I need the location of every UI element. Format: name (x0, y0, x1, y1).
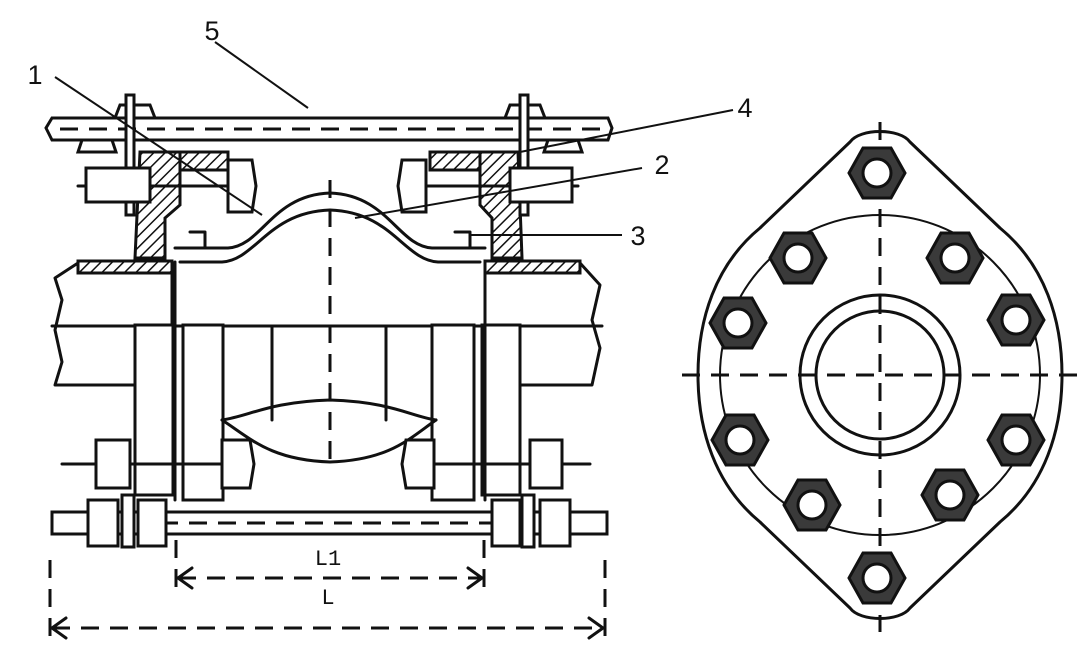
hex-nut-low-left (710, 413, 770, 467)
dimension-L (48, 560, 607, 645)
left-outer-flange (133, 323, 175, 497)
callout-5: 5 (204, 16, 219, 46)
left-flange-cap (178, 150, 230, 172)
hex-nut-mid-right (986, 293, 1046, 347)
dimension-L1 (174, 540, 486, 592)
callout-1: 1 (27, 60, 42, 90)
left-inner-flange (181, 323, 225, 502)
dimension-label-L1: L1 (315, 547, 341, 572)
left-pipe-section (53, 259, 174, 387)
hex-nut-upper-right (925, 231, 985, 285)
rubber-bead-lips (188, 230, 472, 250)
right-flange-cap (428, 150, 482, 172)
hex-nut-low-right (986, 413, 1046, 467)
flanges (133, 323, 522, 502)
right-inner-flange (430, 323, 476, 502)
right-outer-flange (480, 323, 522, 497)
side-view: L1 L 5 1 4 2 3 (27, 16, 753, 645)
hex-nut-mid-left (708, 296, 768, 350)
bottom-tie-plate (50, 493, 609, 549)
hex-nut-lower-left (782, 478, 842, 532)
hex-nut-lower-right (920, 468, 980, 522)
rubber-body-lower-bulge (220, 418, 438, 464)
top-tie-plate (44, 93, 614, 217)
hex-nut-upper-left (768, 231, 828, 285)
left-gasket-hatch (76, 259, 174, 275)
hex-nut-top (847, 146, 907, 200)
end-view (682, 122, 1080, 632)
bore-outer (798, 293, 962, 457)
flange-outline (696, 130, 1064, 620)
lower-bolts (60, 438, 592, 490)
right-gasket-hatch (483, 259, 582, 275)
callout-2: 2 (654, 150, 669, 180)
callout-4: 4 (737, 93, 752, 123)
dimension-label-L: L (321, 586, 334, 611)
hex-nut-bottom (847, 551, 907, 605)
callout-leaders (54, 41, 734, 236)
callout-3: 3 (630, 221, 645, 251)
